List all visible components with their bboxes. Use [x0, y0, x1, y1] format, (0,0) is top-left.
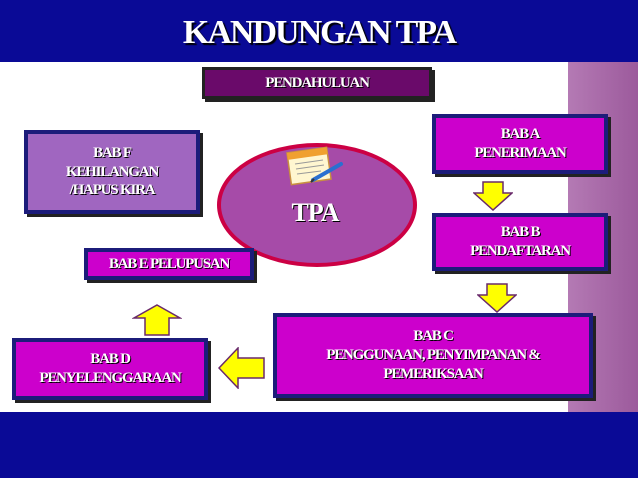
arrow-down-icon: [477, 283, 517, 313]
bab-c-line1: BAB C: [413, 328, 454, 345]
bab-b-box: BAB B PENDAFTARAN: [432, 213, 608, 271]
slide-title: KANDUNGAN TPA: [182, 14, 457, 51]
bab-a-line2: PENERIMAAN: [474, 145, 567, 161]
bab-e-box: BAB E PELUPUSAN: [84, 248, 254, 280]
pendahuluan-label: PENDAHULUAN: [265, 74, 370, 91]
bab-d-line2: PENYELENGGARAAN: [39, 370, 181, 386]
bab-d-box: BAB D PENYELENGGARAAN: [12, 338, 208, 400]
center-label: TPA: [291, 198, 339, 227]
bab-a-line1: BAB A: [500, 126, 541, 143]
bab-b-line1: BAB B: [500, 224, 541, 241]
bottom-band: [0, 412, 638, 478]
arrow-up-icon: [132, 304, 182, 336]
bab-a-box: BAB A PENERIMAAN: [432, 114, 608, 174]
bab-d-line1: BAB D: [90, 351, 131, 368]
bab-e-label: BAB E PELUPUSAN: [108, 255, 231, 272]
center-ellipse: [217, 143, 417, 267]
bab-f-line3: /HAPUS KIRA: [69, 182, 156, 199]
bab-c-box: BAB C PENGGUNAAN, PENYIMPANAN & PEMERIKS…: [273, 313, 593, 398]
top-band: [0, 0, 638, 62]
notepad-icon: [286, 146, 343, 186]
arrow-left-icon: [218, 347, 265, 389]
bab-f-box: BAB F KEHILANGAN /HAPUS KIRA: [24, 130, 200, 214]
bab-f-line1: BAB F: [93, 144, 132, 161]
bab-b-line2: PENDAFTARAN: [470, 243, 571, 259]
bab-c-line2: PENGGUNAAN, PENYIMPANAN &: [326, 347, 541, 364]
bab-c-line3: PEMERIKSAAN: [383, 365, 484, 382]
bab-f-line2: KEHILANGAN: [65, 163, 159, 180]
pendahuluan-box: PENDAHULUAN: [202, 67, 432, 99]
arrow-down-icon: [473, 181, 513, 211]
